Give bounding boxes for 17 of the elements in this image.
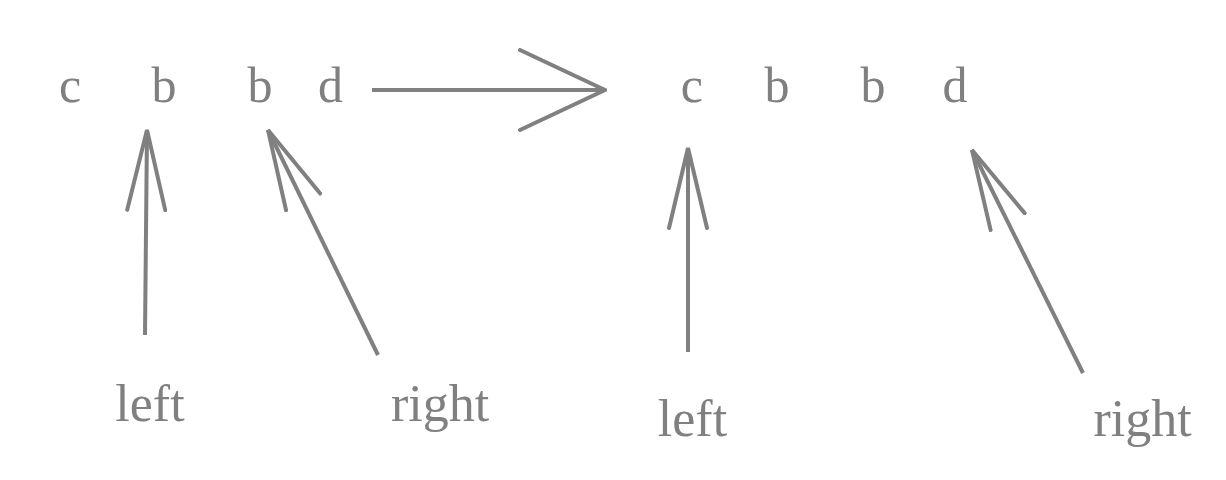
word-label: left xyxy=(657,393,728,445)
arrow xyxy=(970,148,1085,374)
letter: b xyxy=(247,60,273,110)
letter: b xyxy=(764,60,790,110)
letter: c xyxy=(58,60,82,110)
word-label: right xyxy=(1093,393,1192,445)
arrow xyxy=(372,48,607,132)
arrow xyxy=(667,146,709,352)
arrow xyxy=(125,128,168,336)
letter: d xyxy=(942,60,968,110)
letter: b xyxy=(151,60,177,110)
arrow xyxy=(266,128,380,356)
word-label: left xyxy=(115,378,185,430)
letter: c xyxy=(680,60,703,110)
letter: d xyxy=(318,60,343,110)
word-label: right xyxy=(390,378,490,430)
letter: b xyxy=(860,60,886,110)
